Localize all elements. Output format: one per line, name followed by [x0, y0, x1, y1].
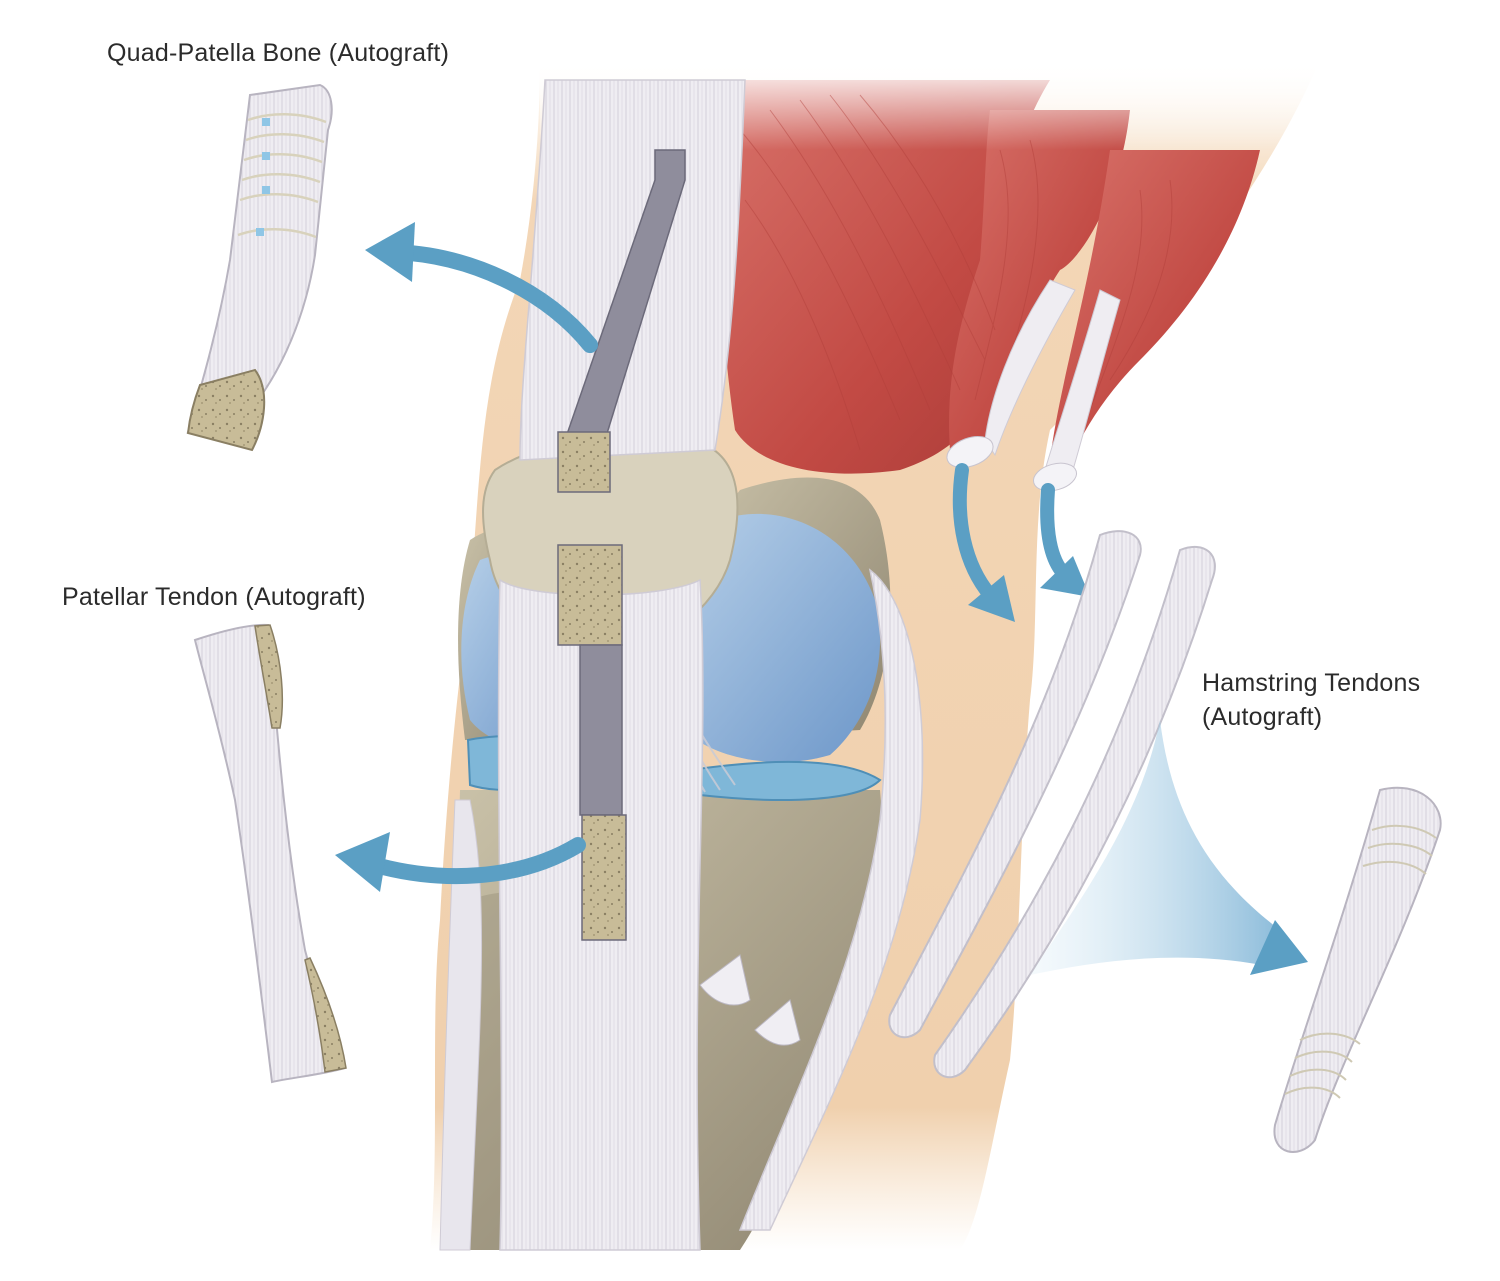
graft-sutures [1284, 824, 1437, 1099]
medial-band [439, 799, 483, 1251]
quad-patella-graft-label: Quad-Patella Bone (Autograft) [107, 39, 450, 67]
tendon-stump-end-left [946, 435, 994, 469]
arrow-head-hamstring-bundle [1250, 920, 1308, 975]
hamstring-graft-strand-2 [933, 545, 1216, 1079]
tibia-stub-2 [754, 999, 801, 1046]
hamstring-muscle-left [949, 110, 1130, 450]
meniscus-right [688, 760, 882, 801]
patellar-slot-bone-bottom [581, 814, 627, 941]
patella-bone-slot-upper [557, 431, 611, 493]
hamstring-tendon-stump-left [984, 279, 1076, 457]
hamstring-graft-strand-1 [888, 530, 1142, 1039]
cartilage-lateral [680, 513, 880, 763]
arrow-to-quad-graft [387, 244, 598, 353]
patellar-graft-bone-bottom [304, 957, 347, 1073]
arrow-head-hamstring-right [1040, 556, 1090, 597]
arrow-head-patellar [335, 832, 390, 892]
tibia-stub-1 [699, 954, 751, 1006]
patellar-slot-bone-top [557, 544, 623, 646]
hamstring-label-line1: Hamstring Tendons [1202, 669, 1421, 697]
quad-graft-stitches [256, 118, 270, 236]
quad-graft-sutures [237, 113, 327, 239]
collateral-ligament [738, 568, 924, 1231]
patellar-tendon-graft-label: Patellar Tendon (Autograft) [62, 583, 366, 611]
hamstring-fan [1030, 720, 1280, 975]
hamstring-graft-label: Hamstring Tendons (Autograft) [1202, 666, 1420, 734]
arrow-head-quad [365, 222, 415, 282]
patellar-slot-channel [579, 644, 623, 816]
tendon-stump-end-right [1032, 462, 1078, 492]
arrow-head-hamstring-left [968, 575, 1015, 622]
hamstring-bundled-graft [1273, 786, 1442, 1153]
patellar-graft-bone-top [254, 624, 284, 729]
arrow-hamstring-right [1040, 483, 1072, 582]
arrow-hamstring-left [952, 463, 997, 602]
hamstring-muscle-right [1050, 150, 1260, 460]
hamstring-tendon-stump-right [1044, 289, 1121, 481]
quad-graft-bone-block [186, 368, 266, 452]
hamstring-label-line2: (Autograft) [1202, 703, 1323, 731]
quad-patella-graft [186, 83, 333, 434]
arrow-to-patellar-graft [357, 837, 586, 884]
